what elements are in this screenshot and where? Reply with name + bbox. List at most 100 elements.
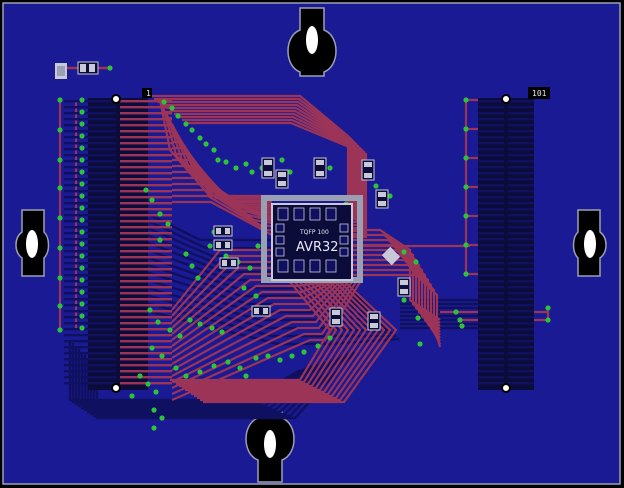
via: [57, 245, 63, 251]
chip-pad: [339, 235, 349, 245]
right-connector-pad: [508, 292, 534, 295]
trace: [182, 281, 356, 390]
via: [211, 363, 217, 369]
via: [203, 141, 209, 147]
via: [247, 265, 253, 271]
left-connector-pad: [64, 298, 116, 301]
smd-component: [381, 246, 401, 266]
right-connector-pad: [478, 352, 504, 355]
via: [401, 297, 407, 303]
right-connector-pad: [478, 160, 504, 163]
right-connector-pad: [478, 340, 504, 343]
right-connector-label-box: [528, 87, 550, 99]
smd-pad: [254, 308, 259, 314]
left-connector-pad: [120, 220, 172, 223]
right-connector-pad: [508, 376, 534, 379]
chip-pad: [339, 247, 349, 257]
left-connector-post-bottom: [111, 383, 121, 393]
right-connector-pad: [508, 340, 534, 343]
trace: [191, 281, 374, 396]
smd-pad: [400, 280, 408, 285]
via: [79, 229, 85, 235]
left-connector-pad: [64, 220, 116, 223]
right-connector-pad: [478, 328, 504, 331]
right-connector-pad: [478, 304, 504, 307]
right-connector-pad: [508, 106, 534, 109]
via: [57, 97, 63, 103]
via: [159, 415, 165, 421]
via: [197, 135, 203, 141]
via: [223, 159, 229, 165]
component-top-left: [55, 61, 113, 79]
right-connector-pad: [508, 130, 534, 133]
left-connector-pad: [120, 328, 172, 331]
smd-pad: [370, 314, 378, 319]
right-connector-pad: [508, 250, 534, 253]
left-connector-pad: [64, 238, 116, 241]
right-connector-pad: [478, 220, 504, 223]
left-connector-pad: [64, 310, 116, 313]
left-connector-pad: [64, 196, 116, 199]
via: [145, 381, 151, 387]
right-connector-pad: [478, 172, 504, 175]
via: [57, 215, 63, 221]
left-connector-label: 1: [146, 89, 151, 98]
left-connector-pad: [64, 304, 116, 307]
via: [279, 157, 285, 163]
right-connector-pad: [478, 232, 504, 235]
right-connector-pad: [508, 172, 534, 175]
via: [249, 169, 255, 175]
via: [401, 249, 407, 255]
left-connector-pad: [64, 322, 116, 325]
via: [79, 325, 85, 331]
left-connector-pad: [64, 358, 116, 361]
right-connector-pad: [478, 124, 504, 127]
right-connector-pad: [478, 154, 504, 157]
right-connector-pad: [508, 322, 534, 325]
via: [79, 121, 85, 127]
via: [151, 425, 157, 431]
via: [463, 184, 469, 190]
right-connector-pad: [478, 190, 504, 193]
trace: [197, 281, 386, 400]
chip-package-label: TQFP 100: [299, 229, 329, 236]
right-connector-pad: [478, 178, 504, 181]
via: [327, 165, 333, 171]
right-connector-pad: [508, 244, 534, 247]
left-connector-pad: [64, 112, 116, 115]
right-connector: [478, 94, 534, 393]
right-connector-pad: [478, 100, 504, 103]
trace: [194, 281, 380, 398]
mounting-hole-top: [287, 7, 337, 77]
left-connector-pad: [64, 184, 116, 187]
via: [165, 221, 171, 227]
right-connector-label: 101: [532, 89, 547, 98]
right-connector-pad: [508, 142, 534, 145]
right-connector-pad: [478, 322, 504, 325]
smd-component: [397, 277, 411, 297]
right-connector-pad: [508, 208, 534, 211]
right-connector-pad: [478, 106, 504, 109]
smd-pad: [263, 308, 268, 314]
smd-pad: [378, 192, 386, 197]
chip-pad: [277, 207, 289, 221]
via: [211, 147, 217, 153]
left-connector-pad: [64, 256, 116, 259]
left-connector-pad: [120, 352, 172, 355]
via: [57, 157, 63, 163]
left-connector-pad: [120, 106, 172, 109]
smd-pad: [278, 172, 286, 177]
left-connector-pad: [120, 334, 172, 337]
via: [415, 315, 421, 321]
smd-body: [381, 246, 401, 266]
via: [209, 325, 215, 331]
via: [175, 113, 181, 119]
left-connector-pad: [120, 370, 172, 373]
chip-pad: [293, 207, 305, 221]
via: [187, 317, 193, 323]
right-connector-pad: [508, 154, 534, 157]
mounting-hole-bottom: [245, 411, 295, 483]
via: [79, 169, 85, 175]
via: [287, 169, 293, 175]
left-connector-pad: [64, 106, 116, 109]
